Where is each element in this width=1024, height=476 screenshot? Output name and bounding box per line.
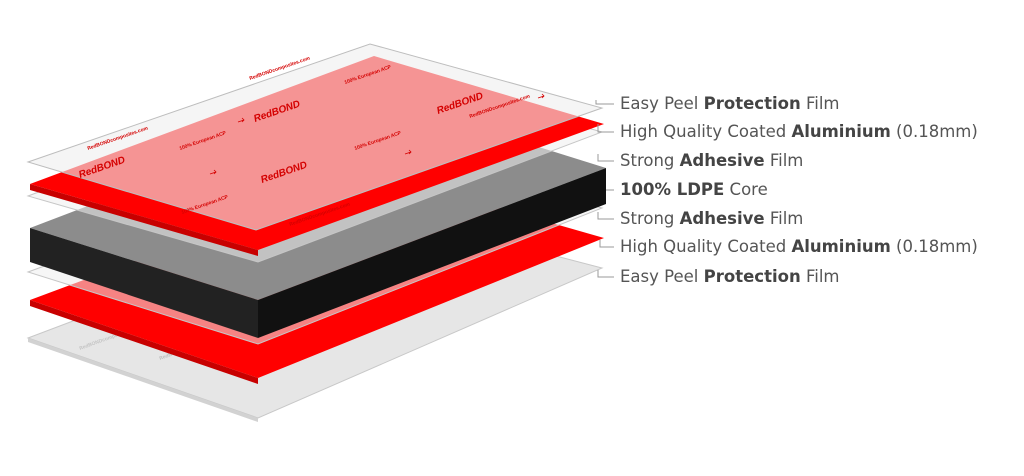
label-text-post: Film — [764, 209, 804, 228]
peel-arrow-icon-4 — [537, 93, 545, 99]
label-text-post: Core — [724, 180, 768, 199]
leader-line-1 — [595, 100, 614, 105]
label-text-pre: High Quality Coated — [620, 237, 792, 256]
bottom-aluminium-edge — [30, 300, 258, 384]
peel-arrow-icon-1 — [237, 117, 245, 123]
layer-label-protection-film-top: Easy Peel Protection Film — [620, 94, 839, 114]
label-text-post: Film — [800, 94, 840, 113]
peel-arrows — [209, 93, 545, 175]
label-text-bold: Adhesive — [679, 151, 765, 170]
ldpe-core-side — [258, 168, 606, 338]
label-text-bold: 100% LDPE — [620, 180, 725, 199]
leader-line-7 — [597, 270, 614, 278]
peel-arrow-icon-2 — [209, 169, 217, 175]
layer-label-adhesive-top: Strong Adhesive Film — [620, 151, 803, 171]
layer-label-protection-film-bottom: Easy Peel Protection Film — [620, 267, 839, 287]
layer-label-aluminium-top: High Quality Coated Aluminium (0.18mm) — [620, 122, 978, 142]
label-text-pre: Easy Peel — [620, 267, 704, 286]
leader-line-3 — [597, 154, 614, 162]
label-text-pre: High Quality Coated — [620, 122, 792, 141]
label-text-bold: Aluminium — [791, 122, 891, 141]
layer-label-adhesive-bottom: Strong Adhesive Film — [620, 209, 803, 229]
leader-line-5 — [597, 212, 614, 220]
top-protection-film — [26, 43, 604, 231]
leader-line-2 — [597, 124, 614, 133]
layer-label-aluminium-bottom: High Quality Coated Aluminium (0.18mm) — [620, 237, 978, 257]
label-text-pre: Strong — [620, 151, 680, 170]
label-text-post: Film — [800, 267, 840, 286]
peel-arrow-icon-3 — [404, 149, 412, 155]
bottom-protection-film-edge — [28, 338, 258, 422]
label-text-pre: Easy Peel — [620, 94, 704, 113]
top-aluminium-edge — [30, 184, 258, 256]
ldpe-core-front — [30, 228, 258, 338]
label-text-bold: Aluminium — [791, 237, 891, 256]
label-text-post: (0.18mm) — [890, 237, 978, 256]
label-text-bold: Protection — [703, 94, 801, 113]
leader-lines — [595, 100, 614, 278]
label-text-bold: Protection — [703, 267, 801, 286]
label-text-pre: Strong — [620, 209, 680, 228]
leader-line-6 — [599, 240, 614, 248]
layer-label-ldpe-core: 100% LDPE Core — [620, 180, 768, 200]
label-text-bold: Adhesive — [679, 209, 765, 228]
label-text-post: Film — [764, 151, 804, 170]
label-text-post: (0.18mm) — [890, 122, 978, 141]
